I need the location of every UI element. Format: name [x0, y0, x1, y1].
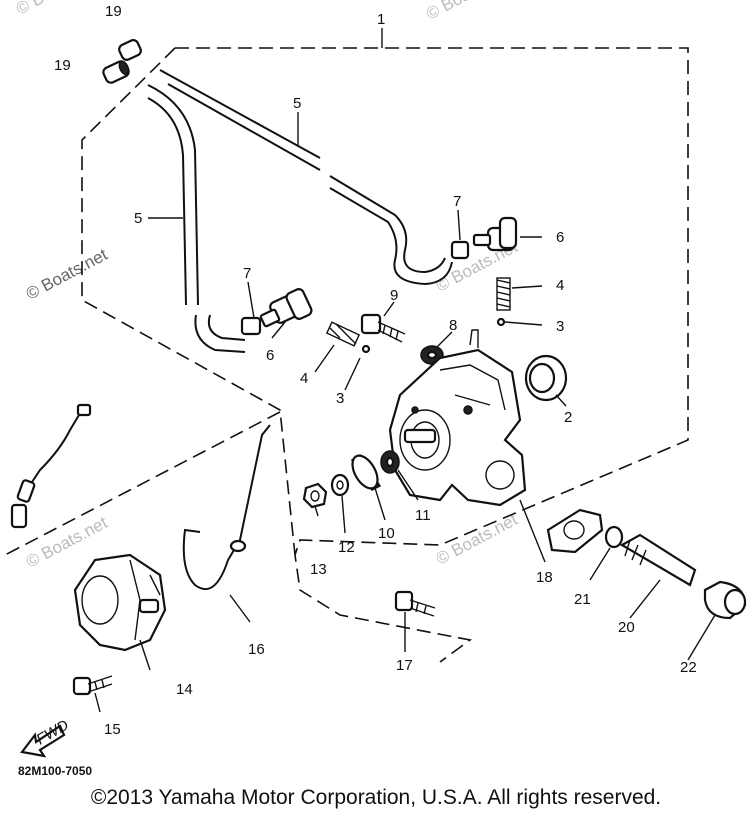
callout-19: 19: [54, 57, 71, 74]
screw-15: [72, 675, 113, 696]
oil-pump-body: [388, 329, 527, 507]
hose-clamp-left: [240, 316, 262, 336]
callout-16: 16: [248, 641, 265, 658]
callout-20: 20: [618, 619, 635, 636]
watermark: © Boats.net: [433, 510, 521, 569]
fwd-arrow-icon: FWD: [20, 717, 72, 758]
callout-3: 3: [336, 390, 344, 407]
callout-14: 14: [176, 681, 193, 698]
copyright-notice: ©2013 Yamaha Motor Corporation, U.S.A. A…: [90, 786, 662, 809]
screw-9: [360, 313, 406, 343]
watermark: © Boats.net: [13, 0, 101, 19]
elbow-fitting-left: [259, 288, 313, 328]
callout-5: 5: [134, 210, 142, 227]
callout-6: 6: [266, 347, 274, 364]
callout-1: 1: [377, 11, 385, 28]
bolt-17: [394, 590, 436, 617]
callout-8: 8: [449, 317, 457, 334]
callout-21: 21: [574, 591, 591, 608]
callout-10: 10: [378, 525, 395, 542]
callout-4: 4: [556, 277, 564, 294]
callout-6: 6: [556, 229, 564, 246]
callout-13: 13: [310, 561, 327, 578]
o-ring-21: [604, 525, 624, 549]
hose-clamp-right: [450, 240, 470, 260]
callout-11: 11: [415, 507, 431, 524]
check-ball-left: [361, 344, 371, 354]
cable-16: [182, 424, 271, 591]
leader-lines: [94, 28, 716, 713]
callout-4: 4: [300, 370, 308, 387]
callout-3: 3: [556, 318, 564, 335]
wire-lead: [10, 403, 92, 529]
callout-17: 17: [396, 657, 413, 674]
check-ball-right: [496, 317, 506, 327]
gear-10: [350, 453, 382, 491]
gasket-18: [546, 508, 604, 554]
watermark: © Boats.net: [423, 0, 511, 24]
fwd-label: FWD: [34, 717, 72, 749]
spring-right: [496, 277, 511, 311]
callout-2: 2: [564, 409, 572, 426]
spring-left: [325, 321, 361, 347]
callout-5: 5: [293, 95, 301, 112]
watermark: © Boats.net: [23, 245, 111, 304]
elbow-fitting-right: [472, 216, 518, 252]
diagram-code: 82M100-7050: [18, 764, 93, 778]
nut-13: [302, 482, 328, 509]
callout-22: 22: [680, 659, 697, 676]
hose-upper: [159, 69, 453, 286]
hose-left: [147, 84, 246, 353]
callout-15: 15: [104, 721, 121, 738]
pump-cover-14: [73, 553, 167, 652]
oil-seal: [524, 354, 568, 402]
bushing-22: [703, 580, 747, 620]
callout-7: 7: [243, 265, 251, 282]
callout-12: 12: [338, 539, 355, 556]
callout-7: 7: [453, 193, 461, 210]
drive-shaft-20: [619, 533, 697, 587]
callout-18: 18: [536, 569, 553, 586]
callout-9: 9: [390, 287, 398, 304]
fitting-19-upper: [118, 39, 142, 61]
fitting-19-lower: [102, 60, 130, 84]
lock-washer-12: [330, 473, 350, 497]
callout-19: 19: [105, 3, 122, 20]
